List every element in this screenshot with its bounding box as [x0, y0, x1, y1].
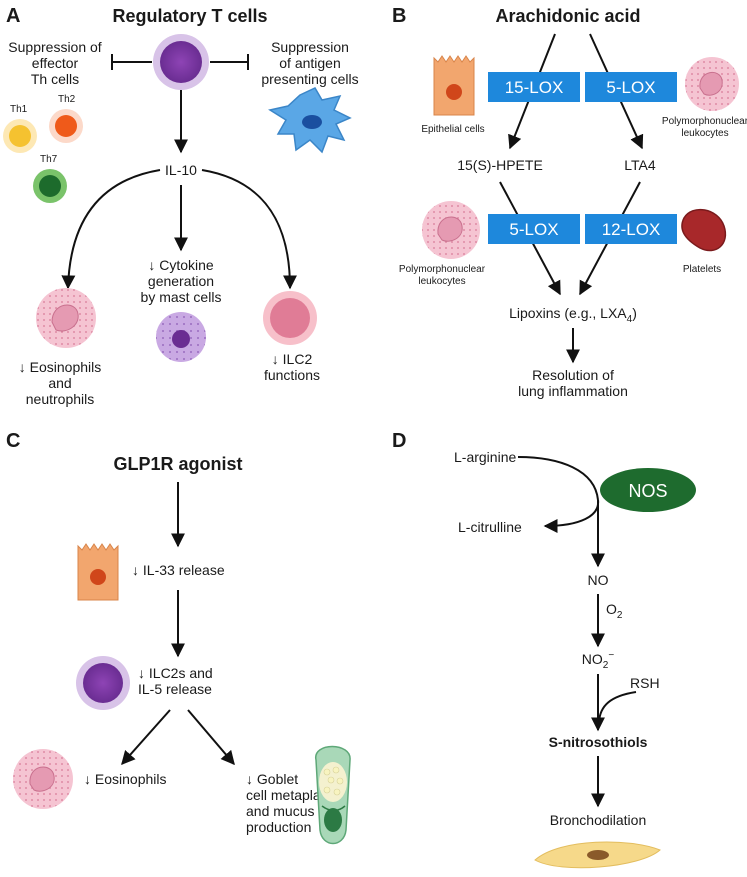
epithelial-label: Epithelial cells: [421, 124, 484, 135]
outcome-middle-1: ↓ Cytokine: [148, 257, 214, 273]
arrow-arginine-to-citrulline: [517, 456, 600, 533]
enzyme-5lox-top-label: 5-LOX: [606, 78, 655, 97]
rsh-join-curve: [598, 691, 637, 723]
pmn-bottom-icon: [422, 201, 480, 259]
goblet-label-3: and mucus: [246, 803, 314, 819]
s-nitrosothiols-label: S-nitrosothiols: [549, 734, 648, 750]
resolution-label-1: Resolution of: [532, 367, 614, 383]
l-citrulline-label: L-citrulline: [458, 519, 522, 535]
panel-b-title: Arachidonic acid: [495, 6, 640, 26]
panel-b-letter: B: [392, 5, 406, 27]
panel-a: A Regulatory T cells Suppression of effe…: [3, 5, 359, 407]
th1-cell-icon: [3, 119, 37, 153]
panel-b: B Arachidonic acid 15-LOX 5-LOX Epitheli…: [392, 5, 747, 399]
outcome-middle-3: by mast cells: [141, 289, 222, 305]
enzyme-box-5lox-bottom: [488, 214, 580, 244]
treg-cell-icon: [153, 34, 209, 90]
o2-label: O2: [606, 601, 623, 621]
epithelial-cell-c-icon: [77, 543, 119, 601]
il33-release-label: ↓ IL-33 release: [132, 562, 225, 578]
platelets-label: Platelets: [683, 264, 721, 275]
suppression-left-2: effector: [32, 55, 79, 71]
outcome-right-2: functions: [264, 367, 320, 383]
pmn-top-label-1: Polymorphonuclear: [662, 116, 747, 127]
bronchodilation-label: Bronchodilation: [550, 812, 647, 828]
panel-a-title: Regulatory T cells: [112, 6, 267, 26]
enzyme-12lox-label: 12-LOX: [602, 220, 661, 239]
dendritic-cell-icon: [268, 87, 352, 154]
lipoxins-label: Lipoxins (e.g., LXA4): [509, 305, 637, 325]
smooth-muscle-cell-icon: [534, 841, 661, 869]
arrow-il10-right: [201, 169, 297, 290]
pmn-bottom-label-2: leukocytes: [418, 276, 465, 287]
platelet-icon: [681, 208, 727, 252]
arrow-ilc2-to-goblet: [187, 709, 235, 766]
eosinophil-c-icon: [13, 749, 73, 809]
suppression-left-1: Suppression of: [8, 39, 102, 55]
mast-cell-icon: [156, 312, 206, 362]
th7-label: Th7: [40, 154, 58, 165]
panel-d: D L-arginine L-citrulline NOS NO O2 NO2−…: [392, 430, 696, 869]
pmn-bottom-label-1: Polymorphonuclear: [399, 264, 486, 275]
resolution-label-2: lung inflammation: [518, 383, 628, 399]
panel-c-title: GLP1R agonist: [113, 454, 242, 474]
no-label: NO: [588, 572, 609, 588]
panel-c: C GLP1R agonist ↓ IL-33 release ↓ ILC2s …: [6, 430, 351, 845]
lta4-label: LTA4: [624, 157, 656, 173]
il10-label: IL-10: [165, 162, 197, 178]
panel-c-letter: C: [6, 430, 20, 452]
eosinophil-cell-icon: [36, 288, 96, 348]
suppression-right-3: presenting cells: [261, 71, 358, 87]
ilc2-release-label-2: IL-5 release: [138, 681, 212, 697]
goblet-label-2: cell metaplasia: [246, 787, 339, 803]
th1-label: Th1: [10, 104, 28, 115]
ilc2-cell-icon: [263, 291, 317, 345]
ilc2-release-label-1: ↓ ILC2s and: [138, 665, 213, 681]
l-arginine-label: L-arginine: [454, 449, 516, 465]
panel-a-letter: A: [6, 5, 20, 27]
outcome-left-3: neutrophils: [26, 391, 95, 407]
panel-d-letter: D: [392, 430, 406, 452]
enzyme-box-15lox: [488, 72, 580, 102]
pmn-top-label-2: leukocytes: [681, 128, 728, 139]
outcome-middle-2: generation: [148, 273, 214, 289]
suppression-right-1: Suppression: [271, 39, 349, 55]
th7-cell-icon: [33, 169, 67, 203]
goblet-label-4: production: [246, 819, 311, 835]
nos-ellipse: [600, 468, 696, 512]
suppression-left-3: Th cells: [31, 71, 79, 87]
ilc2-cell-c-icon: [76, 656, 130, 710]
arrow-ilc2-to-eosinophils: [121, 709, 171, 766]
hpete-label: 15(S)-HPETE: [457, 157, 543, 173]
goblet-cell-icon: [315, 745, 351, 845]
arrow-il10-left: [61, 169, 161, 290]
nos-label: NOS: [628, 481, 667, 501]
goblet-label-1: ↓ Goblet: [246, 771, 298, 787]
enzyme-15lox-label: 15-LOX: [505, 78, 564, 97]
enzyme-5lox-bottom-label: 5-LOX: [509, 220, 558, 239]
th2-cell-icon: [49, 109, 83, 143]
th2-label: Th2: [58, 94, 76, 105]
nitrite-label: NO2−: [582, 650, 615, 671]
suppression-right-2: of antigen: [279, 55, 341, 71]
eosinophils-c-label: ↓ Eosinophils: [84, 771, 167, 787]
outcome-left-1: ↓ Eosinophils: [19, 359, 102, 375]
enzyme-box-5lox-top: [585, 72, 677, 102]
pmn-top-icon: [685, 57, 739, 111]
outcome-left-2: and: [48, 375, 71, 391]
rsh-label: RSH: [630, 675, 660, 691]
epithelial-cell-icon: [433, 55, 475, 116]
outcome-right-1: ↓ ILC2: [272, 351, 313, 367]
enzyme-box-12lox: [585, 214, 677, 244]
